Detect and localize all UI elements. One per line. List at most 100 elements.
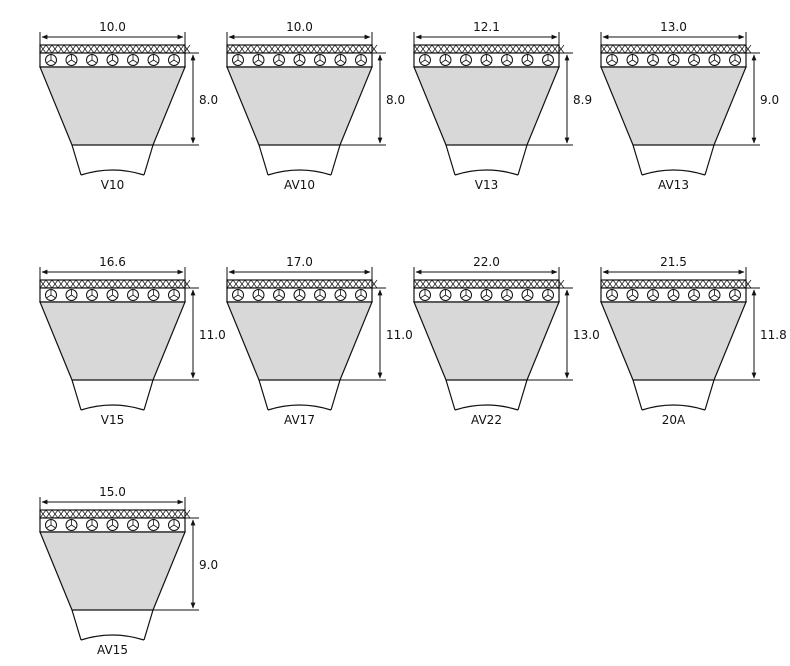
hatch-mark <box>654 44 662 54</box>
height-label: 11.0 <box>199 328 226 342</box>
hatch-mark <box>702 279 710 289</box>
cord-strand <box>461 290 471 299</box>
hatch-mark <box>714 44 722 54</box>
cord-strand <box>689 290 699 299</box>
belt-name-label: AV22 <box>471 413 502 427</box>
hatch-mark <box>153 509 161 519</box>
hatch-mark <box>135 44 143 54</box>
cord-strand <box>233 290 243 299</box>
hatch-mark <box>111 509 119 519</box>
hatch-mark <box>69 279 77 289</box>
hatch-mark <box>443 279 451 289</box>
cord-strand <box>66 290 77 299</box>
hatch-mark <box>51 279 59 289</box>
hatch-mark <box>461 44 469 54</box>
hatch-mark <box>159 509 167 519</box>
hatch-mark <box>419 279 427 289</box>
hatch-mark <box>425 44 433 54</box>
cord-strand <box>689 55 699 64</box>
hatch-mark <box>81 509 89 519</box>
hatch-mark <box>419 44 427 54</box>
hatch-mark <box>57 279 65 289</box>
hatch-mark <box>334 44 342 54</box>
height-label: 11.8 <box>760 328 787 342</box>
belt-name-label: V10 <box>101 178 124 192</box>
hatch-mark <box>244 44 252 54</box>
cord-strand <box>107 55 118 64</box>
hatch-mark <box>75 44 83 54</box>
hatch-mark <box>491 279 499 289</box>
top-width-label: 10.0 <box>99 20 126 34</box>
hatch-mark <box>732 279 740 289</box>
hatch-mark <box>268 279 276 289</box>
hatch-mark <box>551 279 559 289</box>
height-label: 13.0 <box>573 328 600 342</box>
cord-strand <box>481 55 492 64</box>
belt-bottom-arc <box>80 634 145 641</box>
cord-strand <box>107 520 118 529</box>
hatch-mark <box>684 279 692 289</box>
belt-flank-lines <box>445 144 528 176</box>
hatch-mark <box>262 44 270 54</box>
hatch-mark <box>93 44 101 54</box>
hatch-mark <box>654 279 662 289</box>
hatch-mark <box>744 279 752 289</box>
hatch-mark <box>238 279 246 289</box>
hatch-mark <box>147 509 155 519</box>
hatch-mark <box>624 44 632 54</box>
hatch-mark <box>63 509 71 519</box>
cord-strand <box>440 290 451 299</box>
hatch-mark <box>165 509 173 519</box>
hatch-mark <box>491 44 499 54</box>
cord-strand <box>87 290 97 299</box>
hatch-mark <box>153 279 161 289</box>
hatch-mark <box>177 44 185 54</box>
hatch-mark <box>105 509 113 519</box>
top-width-label: 12.1 <box>473 20 500 34</box>
hatch-mark <box>533 279 541 289</box>
hatch-mark <box>87 279 95 289</box>
hatch-mark <box>63 44 71 54</box>
hatch-mark <box>738 44 746 54</box>
hatch-mark <box>539 44 547 54</box>
top-width-label: 16.6 <box>99 255 126 269</box>
hatch-mark <box>304 44 312 54</box>
hatch-mark <box>123 44 131 54</box>
hatch-mark <box>539 279 547 289</box>
cord-strand <box>253 290 264 299</box>
hatch-mark <box>286 44 294 54</box>
hatch-mark <box>630 44 638 54</box>
hatch-mark <box>473 279 481 289</box>
hatch-mark <box>256 279 264 289</box>
cord-strand <box>502 55 512 64</box>
hatch-mark <box>135 279 143 289</box>
height-label: 8.0 <box>386 93 405 107</box>
hatch-mark <box>636 279 644 289</box>
hatch-mark <box>171 509 179 519</box>
hatch-mark <box>298 44 306 54</box>
hatch-mark <box>346 279 354 289</box>
hatch-mark <box>45 509 53 519</box>
hatch-mark <box>250 44 258 54</box>
hatch-mark <box>274 44 282 54</box>
hatch-mark <box>117 279 125 289</box>
hatch-mark <box>557 44 565 54</box>
hatch-mark <box>177 509 185 519</box>
hatch-mark <box>370 279 378 289</box>
cord-strand <box>502 290 512 299</box>
hatch-mark <box>708 44 716 54</box>
belt-bottom-arc <box>641 404 706 411</box>
cord-strand <box>169 520 179 529</box>
hatch-mark <box>612 44 620 54</box>
hatch-mark <box>322 279 330 289</box>
hatch-mark <box>340 44 348 54</box>
belt-bottom-arc <box>641 169 706 176</box>
hatch-mark <box>99 44 107 54</box>
hatch-mark <box>358 279 366 289</box>
hatch-mark <box>153 44 161 54</box>
belt-bottom-arc <box>267 169 332 176</box>
belt-name-label: AV17 <box>284 413 315 427</box>
cord-strand <box>128 290 138 299</box>
